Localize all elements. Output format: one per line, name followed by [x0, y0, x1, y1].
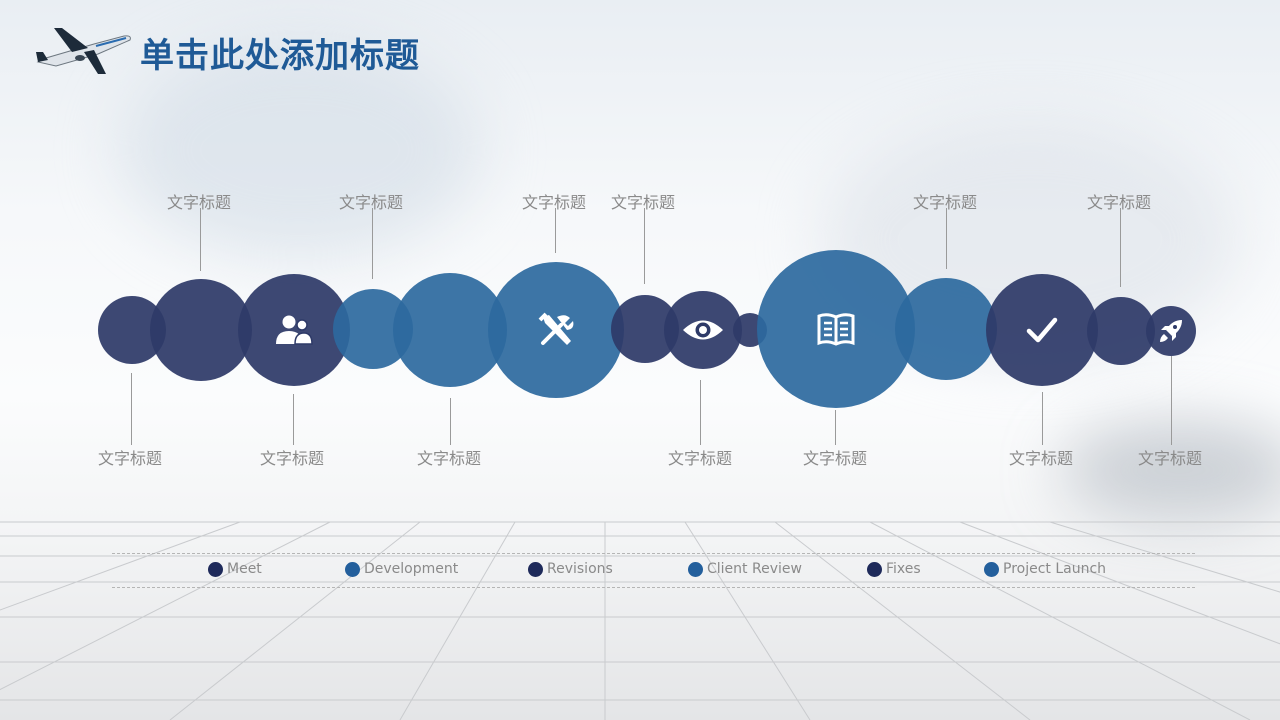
connector-line: [293, 394, 294, 445]
connector-line: [450, 398, 451, 445]
label-top: 文字标题: [912, 193, 977, 212]
connector-line: [644, 208, 645, 284]
connector-line: [700, 380, 701, 445]
cloud: [1060, 420, 1280, 520]
legend-label: Meet: [227, 561, 262, 577]
label-bottom: 文字标题: [259, 449, 324, 468]
connector-line: [946, 208, 947, 269]
page-title: 单击此处添加标题: [140, 36, 420, 76]
legend-dot: [984, 561, 999, 577]
tools-icon: [538, 312, 574, 345]
legend-dot: [867, 561, 882, 577]
timeline-circle: [150, 279, 252, 381]
connector-line: [555, 208, 556, 253]
users-icon: [276, 315, 313, 345]
connector-line: [1042, 392, 1043, 445]
timeline-circle: [238, 274, 350, 386]
label-top: 文字标题: [610, 193, 675, 212]
timeline-circle: [488, 262, 624, 398]
label-bottom: 文字标题: [416, 449, 481, 468]
timeline-circle: [986, 274, 1098, 386]
timeline-circle: [757, 250, 915, 408]
legend-dot: [688, 561, 703, 577]
eye-icon: [683, 320, 723, 340]
timeline-circle: [1146, 306, 1196, 356]
legend-label: Project Launch: [1003, 561, 1107, 577]
legend-label: Revisions: [547, 561, 613, 577]
connector-line: [1120, 208, 1121, 287]
label-bottom: 文字标题: [1008, 449, 1073, 468]
label-top: 文字标题: [338, 193, 403, 212]
legend-item: Meet: [208, 561, 262, 577]
label-bottom: 文字标题: [97, 449, 162, 468]
legend-dot: [528, 561, 543, 577]
legend-item: Fixes: [867, 561, 921, 577]
label-bottom: 文字标题: [802, 449, 867, 468]
connector-line: [1171, 356, 1172, 445]
legend-label: Fixes: [886, 561, 921, 577]
legend-item: Client Review: [688, 561, 802, 577]
label-top: 文字标题: [521, 193, 586, 212]
cloud: [120, 40, 480, 260]
timeline-circle: [1087, 297, 1155, 365]
airplane-icon: [36, 28, 131, 74]
legend-divider: [112, 553, 1195, 554]
book-icon: [817, 313, 855, 346]
label-top: 文字标题: [166, 193, 231, 212]
checkmark-icon: [1026, 317, 1058, 343]
legend-label: Development: [364, 561, 459, 577]
legend-item: Project Launch: [984, 561, 1106, 577]
connector-line: [835, 410, 836, 445]
connector-line: [131, 373, 132, 445]
legend-item: Revisions: [528, 561, 613, 577]
timeline-circle: [895, 278, 997, 380]
legend-dot: [208, 561, 223, 577]
legend-dot: [345, 561, 360, 577]
legend-item: Development: [345, 561, 458, 577]
legend-label: Client Review: [707, 561, 802, 577]
label-top: 文字标题: [1086, 193, 1151, 212]
timeline-circle: [664, 291, 742, 369]
rocket-icon: [1160, 320, 1182, 342]
connector-line: [200, 208, 201, 271]
legend-divider: [112, 587, 1195, 588]
label-bottom: 文字标题: [667, 449, 732, 468]
connector-line: [372, 208, 373, 279]
label-bottom: 文字标题: [1137, 449, 1202, 468]
